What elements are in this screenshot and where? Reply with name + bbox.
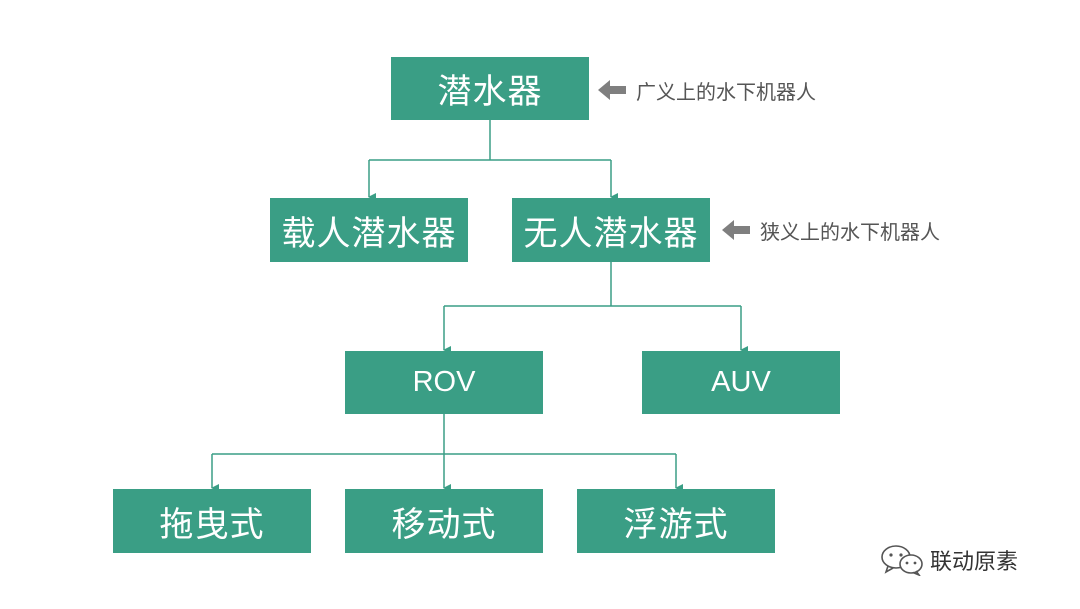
node-submersible: 潜水器 [391, 57, 589, 120]
arrow-left-icon [722, 220, 750, 240]
node-mobile: 移动式 [345, 489, 543, 553]
node-towed-label: 拖曳式 [159, 504, 265, 545]
wechat-icon [881, 545, 923, 576]
annotation-narrow: 狭义上的水下机器人 [722, 215, 940, 245]
watermark-text: 联动原素 [930, 550, 1019, 575]
node-mobile-label: 移动式 [391, 504, 497, 545]
node-floating-label: 浮游式 [623, 504, 729, 545]
node-towed: 拖曳式 [113, 489, 311, 553]
node-unmanned-submersible: 无人潜水器 [512, 198, 710, 262]
watermark: 联动原素 [880, 540, 1018, 580]
node-auv: AUV [642, 351, 840, 414]
annotation-narrow-text: 狭义上的水下机器人 [760, 219, 940, 244]
node-unmanned-submersible-label: 无人潜水器 [523, 213, 699, 254]
arrow-left-icon [598, 80, 626, 100]
annotation-broad: 广义上的水下机器人 [598, 75, 816, 105]
node-manned-submersible: 载人潜水器 [270, 198, 468, 262]
node-rov-label: ROV [412, 366, 476, 398]
node-floating: 浮游式 [577, 489, 775, 553]
node-manned-submersible-label: 载人潜水器 [281, 213, 457, 254]
node-rov: ROV [345, 351, 543, 414]
node-auv-label: AUV [711, 366, 771, 398]
annotation-broad-text: 广义上的水下机器人 [636, 79, 816, 104]
node-submersible-label: 潜水器 [437, 72, 543, 112]
